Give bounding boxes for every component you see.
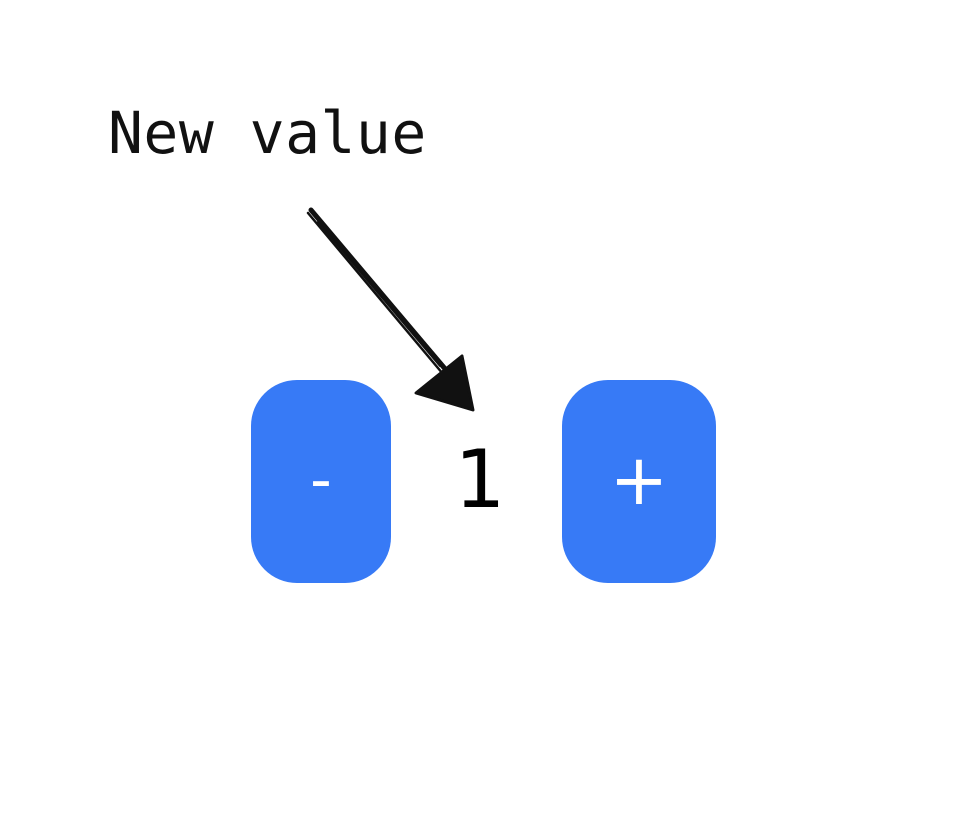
increment-button[interactable]: +	[562, 380, 716, 583]
annotation-label: New value	[108, 99, 427, 167]
stepper-value: 1	[454, 433, 506, 526]
decrement-button[interactable]: -	[251, 380, 391, 583]
minus-icon: -	[310, 444, 332, 515]
plus-icon: +	[609, 438, 669, 521]
